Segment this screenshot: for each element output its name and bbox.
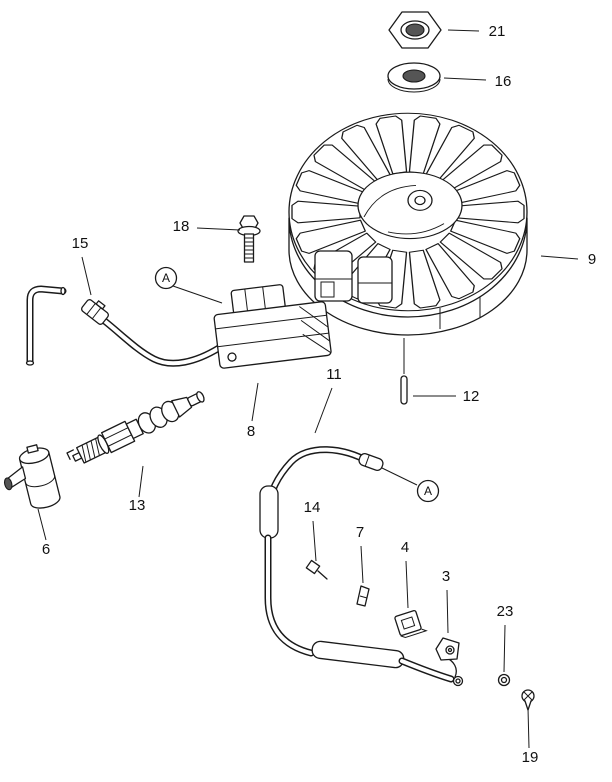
connector-a-label: A <box>424 484 432 498</box>
callout-label-14: 14 <box>304 499 321 516</box>
callout-label-8: 8 <box>247 423 255 440</box>
callout-label-16: 16 <box>495 73 512 90</box>
callout-label-13: 13 <box>129 497 146 514</box>
wire-eyelet <box>452 675 464 687</box>
connector-marker-a-left: A <box>154 266 223 304</box>
flywheel-hub <box>357 171 463 240</box>
clamp <box>81 299 109 325</box>
flywheel-nut <box>388 11 442 49</box>
callout-6: 6 <box>37 508 50 558</box>
woodruff-key <box>400 375 408 405</box>
callout-7: 7 <box>356 524 364 584</box>
callout-18: 18 <box>173 218 241 235</box>
callout-label-19: 19 <box>522 749 539 766</box>
callout-label-3: 3 <box>442 568 450 585</box>
screw <box>521 689 535 711</box>
coil-lead-wire <box>98 315 223 367</box>
callout-23: 23 <box>497 603 514 673</box>
callout-4: 4 <box>401 539 409 609</box>
callout-15: 15 <box>72 235 92 296</box>
callout-label-11: 11 <box>326 366 342 383</box>
callout-label-21: 21 <box>489 23 506 40</box>
spark-plug <box>66 391 205 464</box>
kill-wire <box>259 446 464 687</box>
flange-bolt <box>237 215 261 263</box>
callout-19: 19 <box>522 707 539 766</box>
callout-9: 9 <box>540 251 596 268</box>
flywheel <box>288 112 528 336</box>
callout-13: 13 <box>129 465 146 514</box>
terminal-pin <box>305 559 328 580</box>
flywheel-magnet-panels <box>314 250 393 304</box>
callout-14: 14 <box>304 499 321 562</box>
callout-label-4: 4 <box>401 539 409 556</box>
wire-clip <box>435 637 460 661</box>
ignition-coil <box>213 284 332 369</box>
breather-tube <box>25 285 67 366</box>
callout-label-12: 12 <box>463 388 480 405</box>
callout-label-9: 9 <box>588 251 596 268</box>
callout-11: 11 <box>314 366 342 434</box>
wire-boot <box>259 485 279 539</box>
callout-21: 21 <box>447 23 506 40</box>
wire-connector <box>358 453 384 471</box>
connector-a-label: A <box>162 271 170 285</box>
washer <box>387 62 441 93</box>
callout-label-18: 18 <box>173 218 190 235</box>
callout-16: 16 <box>443 73 512 90</box>
blade-terminal <box>356 585 370 607</box>
elbow-fitting <box>3 444 61 509</box>
callout-3: 3 <box>442 568 450 634</box>
washer-small <box>497 673 511 687</box>
wire-sleeve <box>311 640 405 669</box>
callout-label-6: 6 <box>42 541 50 558</box>
callout-8: 8 <box>247 382 259 440</box>
callout-12: 12 <box>413 388 479 405</box>
grommet <box>394 609 428 639</box>
connector-marker-a-right: A <box>381 467 440 503</box>
callout-label-15: 15 <box>72 235 89 252</box>
callout-label-23: 23 <box>497 603 514 620</box>
callout-label-7: 7 <box>356 524 364 541</box>
